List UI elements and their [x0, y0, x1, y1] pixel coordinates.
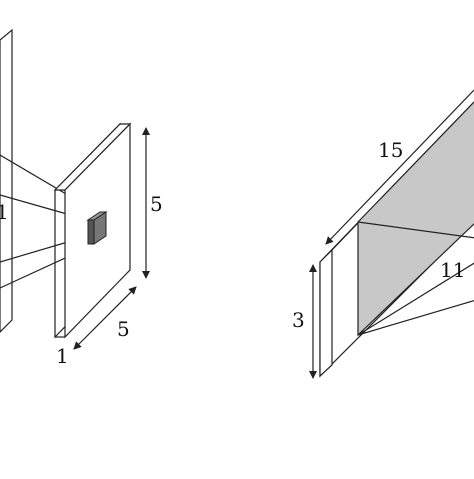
left-back-panel [0, 28, 13, 333]
left-height-label: 5 [150, 192, 163, 216]
right-mid-label: 11 [440, 258, 465, 282]
right-length-label: 15 [378, 138, 403, 162]
left-width-label: 5 [117, 317, 130, 341]
shaded-region [357, 101, 474, 337]
left-width-arrow [73, 286, 137, 350]
right-length-arrow [325, 89, 474, 245]
kernel-cube [86, 211, 108, 245]
left-partial-label: 1 [0, 200, 9, 224]
left-depth-label: 1 [56, 344, 69, 368]
right-height-label: 3 [292, 308, 305, 332]
